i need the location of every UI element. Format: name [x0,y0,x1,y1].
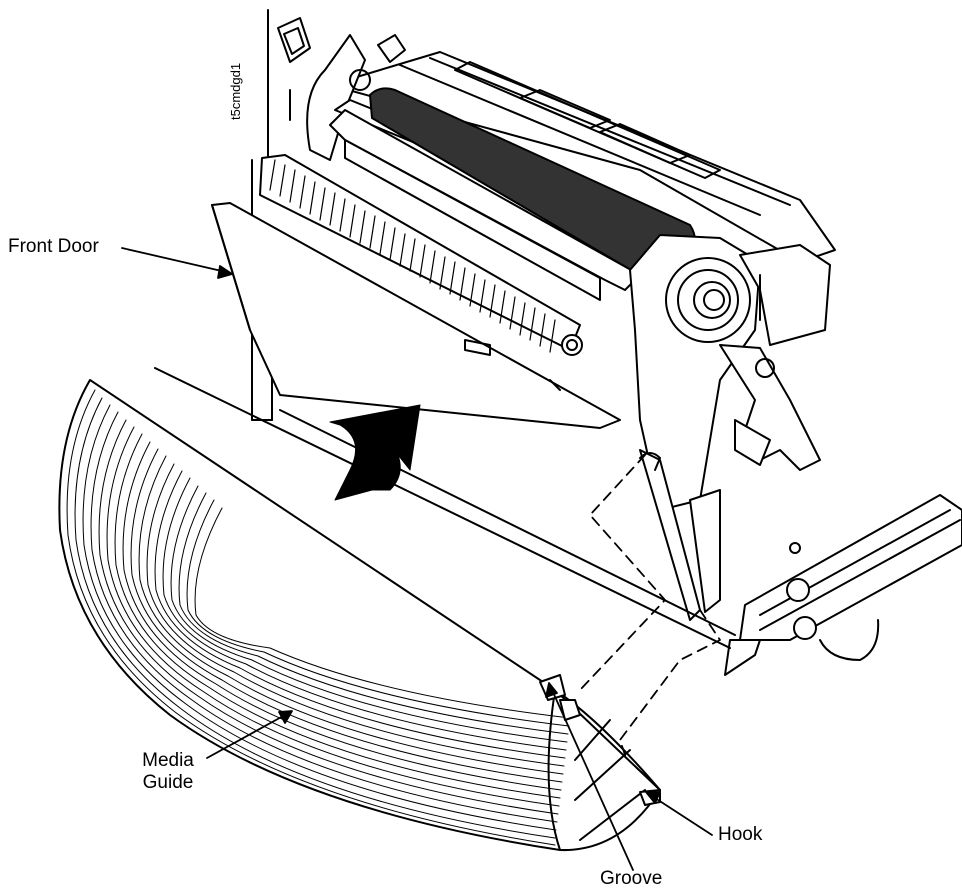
figure-id-label: t5cmdgd1 [228,62,243,120]
print-mechanism [306,34,836,621]
insertion-arrow [329,404,421,501]
callout-media-guide-line1: Media [142,750,194,771]
callout-groove: Groove [600,868,663,889]
insertion-path [579,454,721,801]
callout-leaders [121,247,713,871]
callout-front-door: Front Door [8,236,99,257]
front-door [211,202,621,429]
rail-assembly [724,494,962,676]
callout-hook: Hook [718,824,763,845]
tension-roller [259,154,583,356]
callout-media-guide-line2: Guide [142,772,194,793]
callout-media-guide: Media Guide [138,750,198,794]
